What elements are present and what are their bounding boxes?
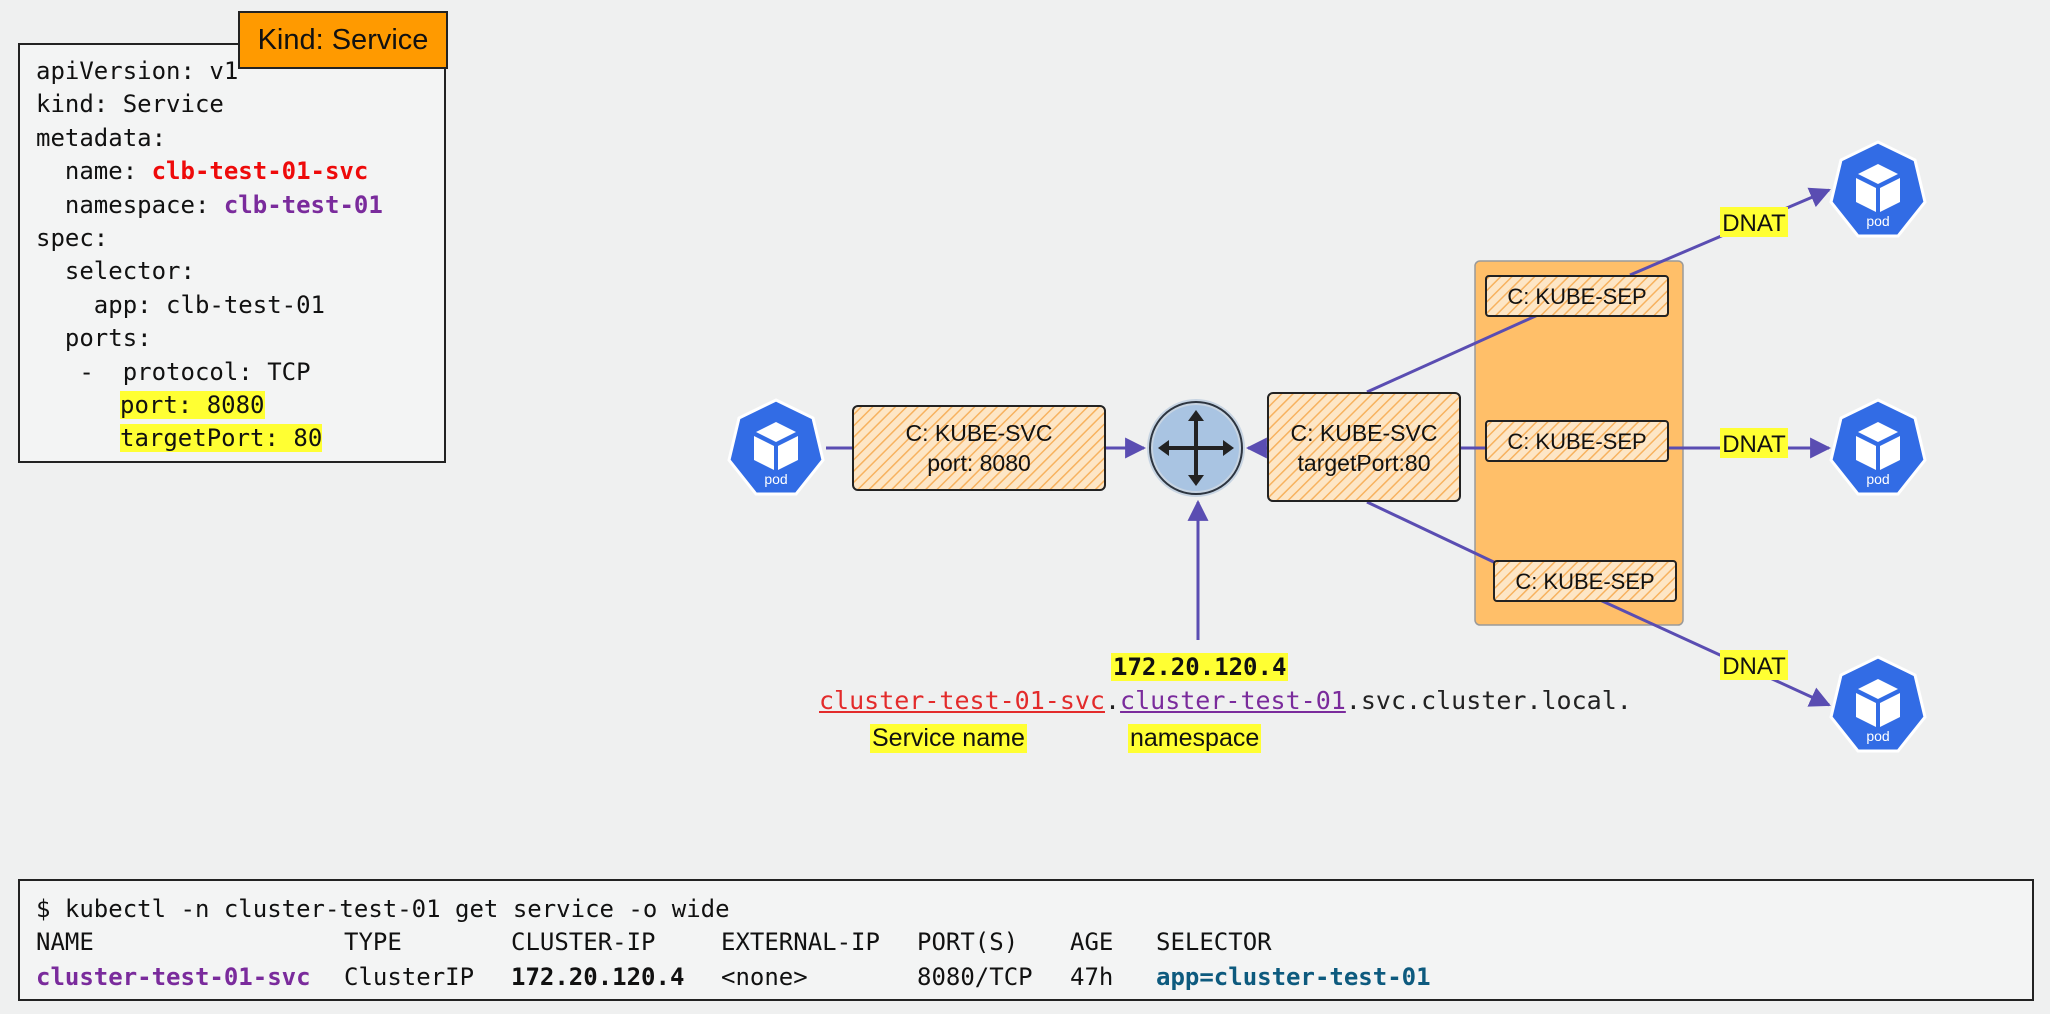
yaml-manifest-card: apiVersion: v1 kind: Service metadata: n… [18,43,446,463]
row-selector: app=cluster-test-01 [1156,963,1431,991]
sep3-to-pod-arrow [1599,598,1831,707]
col-header-selector: SELECTOR [1156,928,1272,956]
dnat-tag-1-bg [1720,207,1788,237]
pod-label: pod [1866,728,1889,744]
pod-destination-3: pod [1829,655,1927,753]
fqdn-service-name: cluster-test-01-svc [819,686,1105,715]
service-fqdn: cluster-test-01-svc.cluster-test-01.svc.… [819,686,1632,715]
col-header-cluster-ip: CLUSTER-IP [511,928,656,956]
col-header-name: NAME [36,928,94,956]
row-ports: 8080/TCP [917,963,1033,991]
yaml-line-port: port: 8080 [120,391,265,419]
dnat-tag-2-bg [1720,428,1788,458]
kind-service-badge: Kind: Service [238,11,448,69]
col-header-ports: PORT(S) [917,928,1019,956]
dnat-tag-3-bg [1720,650,1788,680]
kube-sep-label-3: C: KUBE-SEP [1515,569,1654,594]
pod-label: pod [1866,213,1889,229]
row-name: cluster-test-01-svc [36,963,311,991]
pod-label: pod [1866,471,1889,487]
yaml-line-metadata: metadata: [36,124,167,152]
kube-sep-label-1: C: KUBE-SEP [1507,284,1646,309]
target-to-sep3-line [1366,500,1501,567]
kube-sep-label-2: C: KUBE-SEP [1507,429,1646,454]
col-header-type: TYPE [344,928,402,956]
target-to-sep1-line [1366,312,1541,394]
yaml-line-selector: selector: [36,257,195,285]
yaml-line-kind: kind: Service [36,90,224,118]
yaml-line-spec: spec: [36,224,109,252]
col-header-age: AGE [1070,928,1114,956]
kube-svc-target-box [1267,392,1461,502]
namespace-tag: namespace [1128,724,1262,753]
kube-svc-port-line2: port: 8080 [927,450,1031,476]
service-name-tag: Service name [870,724,1027,753]
row-external-ip: <none> [721,963,808,991]
router-icon [1147,399,1245,497]
yaml-line-name: name: clb-test-01-svc [36,157,369,185]
yaml-line-protocol: - protocol: TCP [36,358,311,386]
kube-sep-box-3 [1493,560,1677,602]
yaml-line-apiversion: apiVersion: v1 [36,57,239,85]
terminal-command: $ kubectl -n cluster-test-01 get service… [36,895,730,923]
row-age: 47h [1070,963,1114,991]
kube-sep-box-1 [1485,275,1669,317]
row-type: ClusterIP [344,963,475,991]
fqdn-suffix: .svc.cluster.local. [1345,686,1632,715]
kube-svc-port-box [852,405,1106,491]
kube-svc-port-line1: C: KUBE-SVC [906,420,1053,446]
pod-label: pod [764,471,787,487]
fqdn-namespace: cluster-test-01 [1120,686,1346,715]
dnat-tag-2: DNAT [1722,431,1786,458]
yaml-line-ports: ports: [36,324,152,352]
dnat-tag-3: DNAT [1722,653,1786,680]
yaml-line-targetport: targetPort: 80 [120,424,323,452]
yaml-line-namespace: namespace: clb-test-01 [36,191,383,219]
pod-destination-1: pod [1829,140,1927,238]
kubectl-terminal: $ kubectl -n cluster-test-01 get service… [18,879,2034,1001]
cluster-ip-tag: 172.20.120.4 [1111,653,1289,681]
yaml-line-app: app: clb-test-01 [36,291,325,319]
dnat-tag-1: DNAT [1722,210,1786,237]
pod-source: pod [727,398,825,496]
kube-svc-target-line2: targetPort:80 [1298,450,1431,476]
col-header-external-ip: EXTERNAL-IP [721,928,880,956]
kube-svc-target-line1: C: KUBE-SVC [1291,420,1438,446]
row-cluster-ip: 172.20.120.4 [511,963,685,991]
kube-sep-box-2 [1485,420,1669,462]
pod-destination-2: pod [1829,398,1927,496]
